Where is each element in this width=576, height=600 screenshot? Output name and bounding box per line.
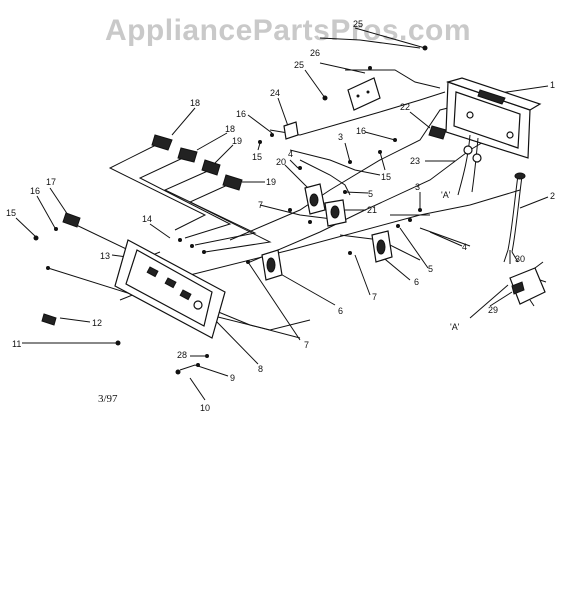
view-marker-a: 'A' — [450, 322, 460, 332]
callout-2: 2 — [550, 191, 555, 201]
callout-16: 16 — [236, 109, 246, 119]
callout-20: 20 — [276, 157, 286, 167]
callout-21: 21 — [367, 205, 377, 215]
callout-11: 11 — [12, 339, 21, 349]
wire-harness-23 — [457, 134, 482, 196]
callout-8: 8 — [258, 364, 263, 374]
callout-labels: 1 2 3 3 4 4 5 5 6 6 7 7 7 8 9 10 11 12 1… — [6, 19, 555, 413]
callout-25: 25 — [294, 60, 304, 70]
callout-28: 28 — [177, 350, 187, 360]
callout-15: 15 — [6, 208, 16, 218]
fasteners — [33, 45, 428, 375]
callout-14: 14 — [142, 214, 152, 224]
callout-7: 7 — [372, 292, 377, 302]
callout-9: 9 — [230, 373, 235, 383]
callout-15: 15 — [252, 152, 262, 162]
callout-23: 23 — [410, 156, 420, 166]
board-26 — [347, 77, 381, 111]
callout-5: 5 — [428, 264, 433, 274]
callout-4: 4 — [288, 149, 293, 159]
callout-19: 19 — [266, 177, 276, 187]
callout-6: 6 — [338, 306, 343, 316]
callout-17: 17 — [46, 177, 56, 187]
callout-25: 25 — [353, 19, 363, 29]
callout-6: 6 — [414, 277, 419, 287]
callout-19: 19 — [232, 136, 242, 146]
callout-7: 7 — [258, 200, 263, 210]
callout-1: 1 — [550, 80, 555, 90]
callout-3: 3 — [338, 132, 343, 142]
connectors — [41, 125, 447, 326]
callout-18: 18 — [225, 124, 235, 134]
callout-18: 18 — [190, 98, 200, 108]
callout-3: 3 — [415, 182, 420, 192]
date-code: 3/97 — [98, 393, 118, 405]
switch-bracket-assembly — [445, 77, 542, 159]
potentiometers — [261, 121, 393, 281]
callout-29: 29 — [488, 305, 498, 315]
relay-29-30 — [509, 261, 547, 307]
callout-7: 7 — [304, 340, 309, 350]
callout-4: 4 — [462, 242, 467, 252]
view-marker-a: 'A' — [441, 190, 451, 200]
callout-5: 5 — [368, 189, 373, 199]
wire-harness-2 — [503, 172, 526, 264]
callout-24: 24 — [270, 88, 280, 98]
callout-26: 26 — [310, 48, 320, 58]
control-panel — [114, 239, 226, 339]
callout-15: 15 — [381, 172, 391, 182]
callout-16: 16 — [356, 126, 366, 136]
callout-13: 13 — [100, 251, 110, 261]
callout-22: 22 — [400, 102, 410, 112]
callout-10: 10 — [200, 403, 210, 413]
watermark-logo: AppliancePartsPros.com — [104, 14, 472, 47]
callout-30: 30 — [515, 254, 525, 264]
callout-16: 16 — [30, 186, 40, 196]
callout-12: 12 — [92, 318, 102, 328]
